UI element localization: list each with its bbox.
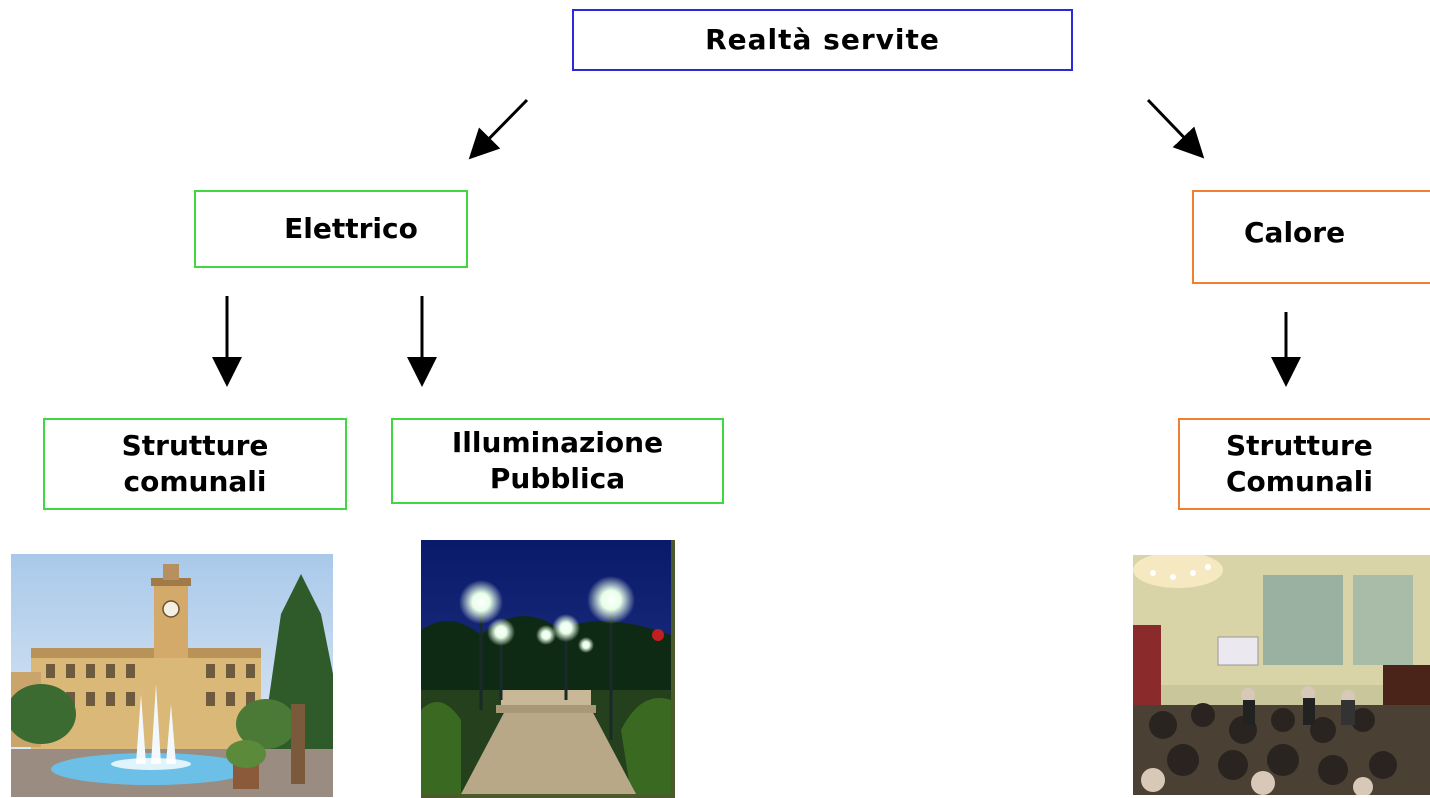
root-node: Realtà servite (572, 9, 1073, 71)
calore-strutture-line2: Comunali (1226, 465, 1373, 498)
calore-strutture-line1: Strutture (1226, 429, 1373, 462)
town-hall-fountain-photo (11, 554, 333, 797)
elettrico-node: Elettrico (194, 190, 468, 268)
calore-node: Calore (1192, 190, 1430, 284)
strutture-comunali-line2: comunali (123, 465, 267, 498)
elettrico-node-label: Elettrico (284, 212, 418, 245)
illuminazione-pubblica-node: Illuminazione Pubblica (391, 418, 724, 504)
illuminazione-line1: Illuminazione (451, 426, 664, 459)
root-node-label: Realtà servite (705, 23, 940, 56)
calore-node-label: Calore (1244, 216, 1346, 249)
arrow-root-to-calore (1146, 98, 1205, 159)
night-street-lamps-photo (421, 540, 675, 798)
arrow-root-to-elettrico (468, 98, 529, 160)
council-meeting-room-photo (1133, 555, 1430, 795)
illuminazione-line2: Pubblica (489, 462, 626, 495)
calore-strutture-comunali-node: Strutture Comunali (1178, 418, 1430, 510)
strutture-comunali-node: Strutture comunali (43, 418, 347, 510)
strutture-comunali-line1: Strutture (121, 429, 269, 462)
